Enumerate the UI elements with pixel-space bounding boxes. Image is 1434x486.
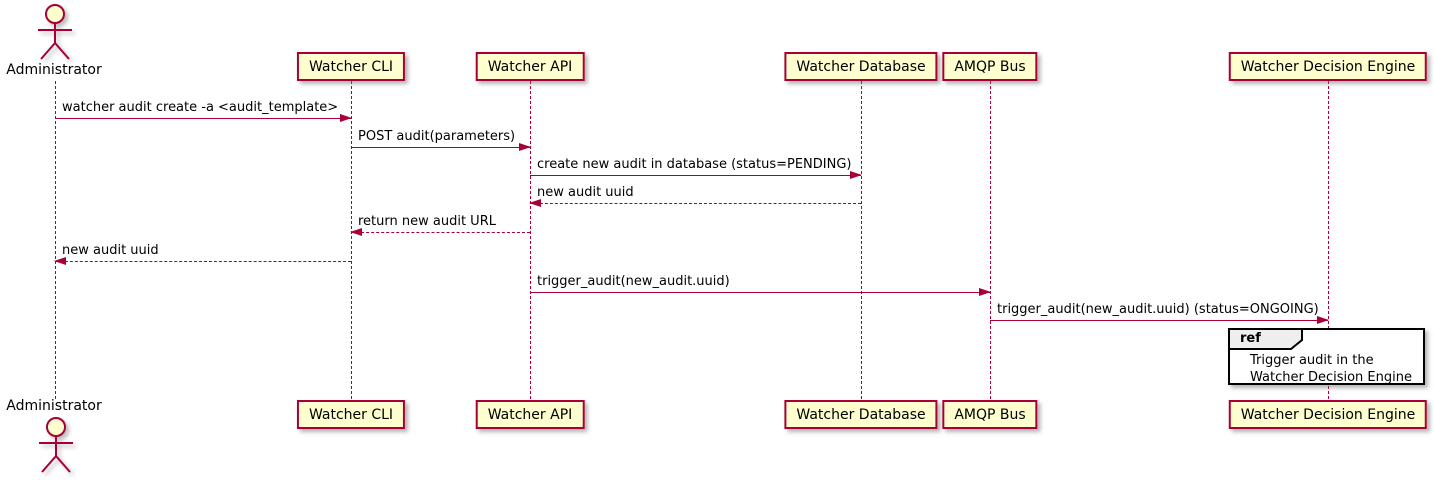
arrowhead-icon [1317,316,1329,324]
lifeline-wde [1328,81,1329,399]
message-label: return new audit URL [358,214,496,229]
lifeline-admin [55,81,56,399]
message-6: new audit uuid [54,243,351,265]
participant-db-bottom: Watcher Database [784,400,938,429]
participant-db-top: Watcher Database [784,52,938,81]
participant-cli-top: Watcher CLI [296,52,406,81]
message-label: watcher audit create -a <audit_template> [62,100,339,115]
lifeline-amqp [990,81,991,399]
participant-amqp-top: AMQP Bus [942,52,1038,81]
participant-cli-bottom: Watcher CLI [296,400,406,429]
participant-amqp-bottom: AMQP Bus [942,400,1038,429]
ref-fragment: ref Trigger audit in the Watcher Decisio… [1228,328,1425,385]
message-line [530,175,861,176]
message-7: trigger_audit(new_audit.uuid) [530,274,991,296]
message-line [351,232,530,233]
message-label: trigger_audit(new_audit.uuid) (status=ON… [997,302,1319,317]
arrowhead-icon [350,228,362,236]
message-line [530,292,990,293]
message-8: trigger_audit(new_audit.uuid) (status=ON… [990,302,1329,324]
lifeline-cli [351,81,352,399]
message-label: new audit uuid [537,185,634,200]
message-label: create new audit in database (status=PEN… [537,157,852,172]
message-5: return new audit URL [350,214,530,236]
message-label: POST audit(parameters) [358,129,516,144]
message-3: create new audit in database (status=PEN… [530,157,862,179]
actor-label-bottom: Administrator [6,398,102,414]
arrowhead-icon [54,257,66,265]
ref-header-pentagon [1228,328,1303,350]
lifeline-db [861,81,862,399]
participant-api-top: Watcher API [475,52,585,81]
participant-wde-bottom: Watcher Decision Engine [1228,400,1428,429]
actor-icon [39,417,73,473]
participant-wde-top: Watcher Decision Engine [1228,52,1428,81]
message-1: watcher audit create -a <audit_template> [55,100,352,122]
ref-text-line2: Watcher Decision Engine [1250,370,1412,385]
arrowhead-icon [850,171,862,179]
ref-text: Trigger audit in the Watcher Decision En… [1250,352,1419,386]
arrowhead-icon [529,199,541,207]
actor-label-top: Administrator [6,62,102,78]
ref-keyword: ref [1240,331,1261,346]
message-label: trigger_audit(new_audit.uuid) [537,274,730,289]
arrowhead-icon [519,143,531,151]
message-2: POST audit(parameters) [351,129,531,151]
ref-text-line1: Trigger audit in the [1250,353,1374,368]
message-line [351,147,530,148]
actor-icon [38,4,72,60]
lifeline-api [530,81,531,399]
message-line [530,203,861,204]
message-line [990,320,1328,321]
message-line [55,261,351,262]
participant-api-bottom: Watcher API [475,400,585,429]
message-4: new audit uuid [529,185,861,207]
arrowhead-icon [979,288,991,296]
message-label: new audit uuid [62,243,159,258]
arrowhead-icon [340,114,352,122]
message-line [55,118,351,119]
